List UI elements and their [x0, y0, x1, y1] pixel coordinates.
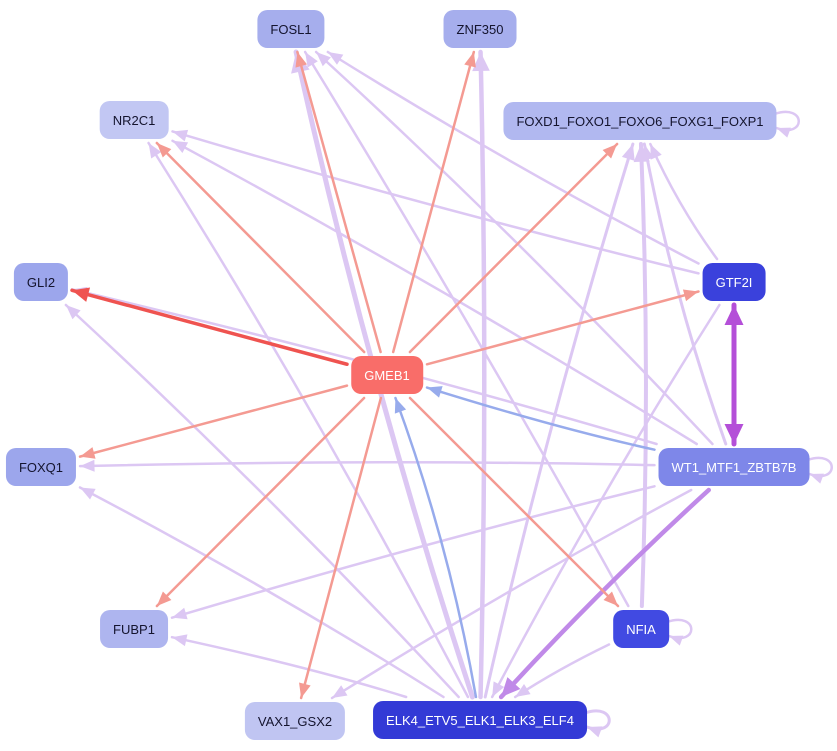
node-nfia[interactable]: NFIA [613, 610, 669, 648]
node-nr2c1[interactable]: NR2C1 [99, 101, 169, 139]
node-fosl1[interactable]: FOSL1 [257, 10, 325, 48]
node-foxd1-group[interactable]: FOXD1_FOXO1_FOXO6_FOXG1_FOXP1 [503, 102, 777, 140]
node-gtf2i[interactable]: GTF2I [702, 263, 766, 301]
node-gli2[interactable]: GLI2 [13, 263, 69, 301]
node-foxq1[interactable]: FOXQ1 [5, 448, 77, 486]
node-wt1-group[interactable]: WT1_MTF1_ZBTB7B [658, 448, 810, 486]
node-vax1-gsx2[interactable]: VAX1_GSX2 [244, 702, 346, 740]
node-gmeb1[interactable]: GMEB1 [351, 356, 423, 394]
node-znf350[interactable]: ZNF350 [443, 10, 517, 48]
node-elk4-group[interactable]: ELK4_ETV5_ELK1_ELK3_ELF4 [373, 701, 587, 739]
node-fubp1[interactable]: FUBP1 [100, 610, 168, 648]
